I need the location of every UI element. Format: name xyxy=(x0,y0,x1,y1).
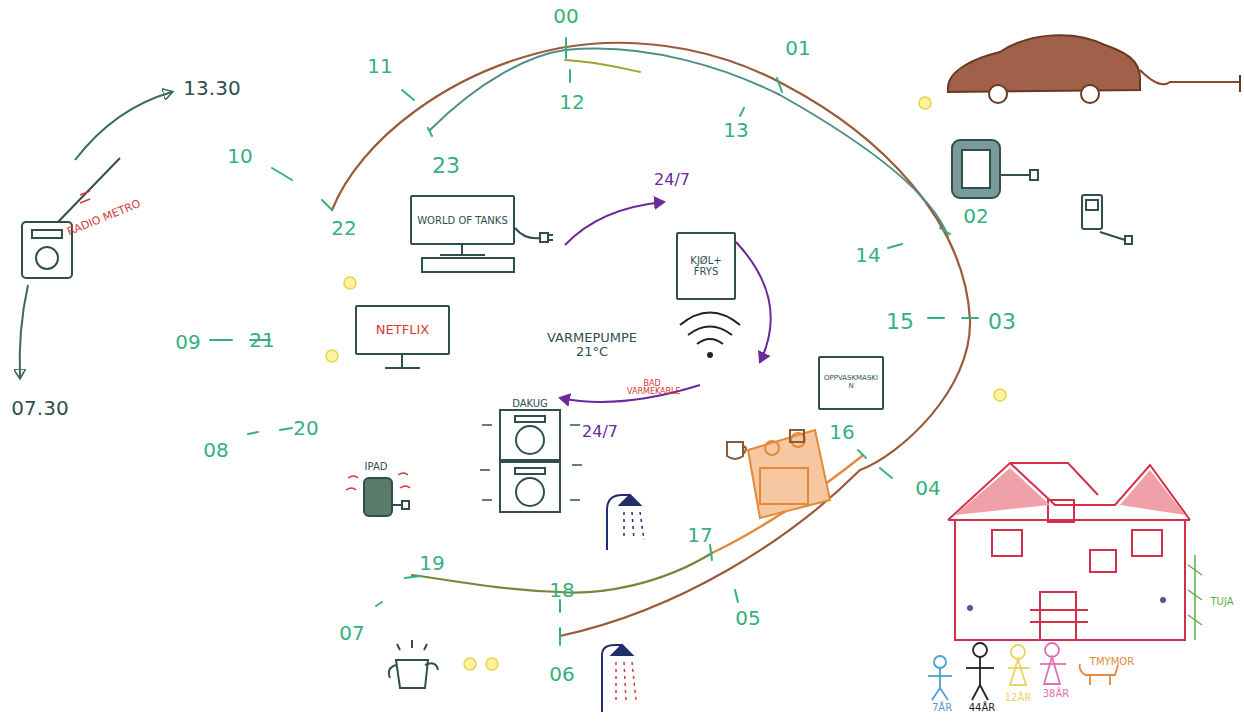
note-label: 24/7 xyxy=(582,424,618,441)
hour-number: 20 xyxy=(293,418,318,439)
note-label: IPAD xyxy=(365,462,388,473)
device-text: KJØL+ FRYS xyxy=(680,255,732,277)
hour-number: 08 xyxy=(203,440,228,461)
hour-number: 19 xyxy=(419,553,444,574)
hour-number: 09 xyxy=(175,332,200,353)
note-label: DAKUG xyxy=(512,399,548,410)
note-label: 13.30 xyxy=(183,78,240,99)
hour-number: 01 xyxy=(785,38,810,59)
hour-number: 14 xyxy=(855,245,880,266)
hour-number: 10 xyxy=(227,146,252,167)
device-box: NETFLIX xyxy=(355,305,450,355)
device-box: KJØL+ FRYS xyxy=(676,232,736,300)
note-label: TMYMOR xyxy=(1090,657,1134,668)
hour-number: 23 xyxy=(432,154,460,177)
device-text: OPPVASKMASKIN xyxy=(822,375,880,390)
hour-number: 03 xyxy=(988,310,1016,333)
hour-number: 04 xyxy=(915,478,940,499)
hour-number: 07 xyxy=(339,623,364,644)
note-label: 44ÅR xyxy=(969,703,996,714)
hour-number: 21 xyxy=(249,330,274,351)
hour-number: 16 xyxy=(829,422,854,443)
note-label: RADIO METRO xyxy=(66,198,143,238)
hour-number: 11 xyxy=(367,56,392,77)
note-label: 24/7 xyxy=(654,172,690,189)
device-box: WORLD OF TANKS xyxy=(410,195,515,245)
note-label: VARMEPUMPE 21°C xyxy=(547,331,637,358)
note-label: 07.30 xyxy=(11,398,68,419)
note-label: 38ÅR xyxy=(1043,689,1070,700)
hour-number: 12 xyxy=(559,92,584,113)
hour-number: 18 xyxy=(549,580,574,601)
note-label: TUJA xyxy=(1210,597,1233,608)
hour-number: 05 xyxy=(735,608,760,629)
device-text: WORLD OF TANKS xyxy=(417,215,508,226)
note-label: BAD VARMEKABLE xyxy=(627,380,677,397)
hour-number: 00 xyxy=(553,6,578,27)
hour-number: 06 xyxy=(549,664,574,685)
note-label: 7ÅR xyxy=(932,703,952,714)
hour-number: 22 xyxy=(331,218,356,239)
note-label: 12ÅR xyxy=(1005,693,1032,704)
hour-number: 15 xyxy=(886,310,914,333)
hour-number: 17 xyxy=(687,525,712,546)
hour-number: 02 xyxy=(963,206,988,227)
hour-number: 13 xyxy=(723,120,748,141)
device-box: OPPVASKMASKIN xyxy=(818,356,884,410)
device-text: NETFLIX xyxy=(376,323,429,337)
